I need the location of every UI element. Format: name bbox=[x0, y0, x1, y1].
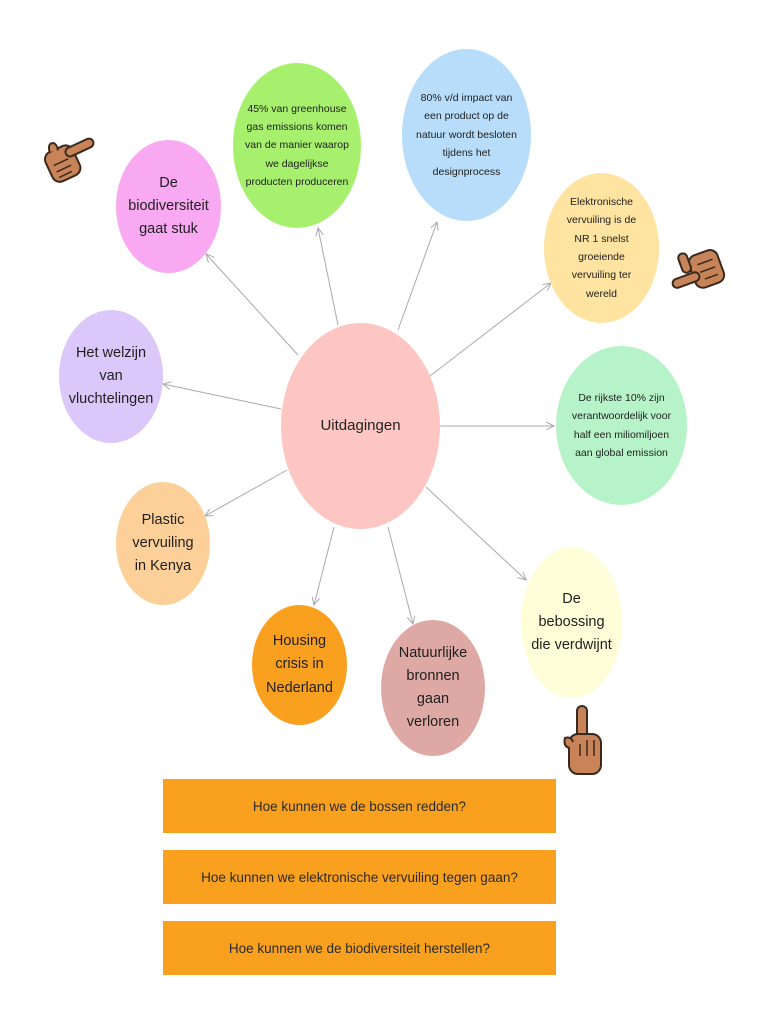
question-banner: Hoe kunnen we elektronische vervuiling t… bbox=[163, 850, 556, 904]
node-label: De rijkste 10% zijn verantwoordelijk voo… bbox=[571, 391, 672, 459]
node-label: Plastic vervuiling in Kenya bbox=[132, 511, 194, 575]
node-plastic: Plastic vervuiling in Kenya bbox=[116, 482, 210, 605]
pointing-hand-icon bbox=[563, 705, 602, 775]
arrow-to-biodiversiteit bbox=[206, 254, 299, 356]
node-rijkste: De rijkste 10% zijn verantwoordelijk voo… bbox=[556, 346, 687, 505]
arrow-to-natuurlijke bbox=[387, 526, 413, 624]
arrow-to-vluchtelingen bbox=[163, 384, 282, 410]
node-design-impact: 80% v/d impact van een product op de nat… bbox=[402, 49, 531, 221]
node-label: Het welzijn van vluchtelingen bbox=[68, 344, 154, 408]
arrow-to-plastic bbox=[205, 469, 288, 516]
node-label: De bebossing die verdwijnt bbox=[531, 590, 612, 654]
pointing-hand-icon bbox=[671, 249, 726, 289]
arrow-to-greenhouse bbox=[318, 228, 339, 326]
arrow-to-design-impact bbox=[397, 222, 437, 331]
node-label: 45% van greenhouse gas emissions komen v… bbox=[245, 102, 349, 189]
arrow-to-bebossing bbox=[425, 486, 526, 580]
center-node: Uitdagingen bbox=[281, 323, 440, 529]
node-label: Natuurlijke bronnen gaan verloren bbox=[398, 644, 468, 731]
center-label: Uitdagingen bbox=[320, 417, 401, 435]
node-label: Housing crisis in Nederland bbox=[266, 633, 333, 696]
pointing-hand-icon bbox=[43, 137, 95, 183]
node-housing: Housing crisis in Nederland bbox=[252, 605, 347, 725]
node-label: 80% v/d impact van een product op de nat… bbox=[416, 92, 517, 178]
question-banner: Hoe kunnen we de bossen redden? bbox=[163, 779, 556, 833]
arrow-to-elektronische bbox=[429, 283, 551, 377]
node-label: Elektronische vervuiling is de NR 1 snel… bbox=[566, 195, 637, 300]
node-natuurlijke: Natuurlijke bronnen gaan verloren bbox=[381, 620, 485, 756]
node-greenhouse: 45% van greenhouse gas emissions komen v… bbox=[233, 63, 361, 228]
question-text: Hoe kunnen we elektronische vervuiling t… bbox=[201, 869, 518, 885]
question-text: Hoe kunnen we de bossen redden? bbox=[252, 798, 467, 814]
node-label: De biodiversiteit gaat stuk bbox=[128, 174, 209, 238]
question-text: Hoe kunnen we de biodiversiteit herstell… bbox=[228, 940, 491, 956]
node-elektronische: Elektronische vervuiling is de NR 1 snel… bbox=[544, 173, 659, 323]
node-bebossing: De bebossing die verdwijnt bbox=[521, 547, 622, 698]
node-biodiversiteit: De biodiversiteit gaat stuk bbox=[116, 140, 221, 273]
question-banner: Hoe kunnen we de biodiversiteit herstell… bbox=[163, 921, 556, 975]
arrow-to-housing bbox=[314, 526, 335, 605]
node-vluchtelingen: Het welzijn van vluchtelingen bbox=[59, 310, 163, 443]
